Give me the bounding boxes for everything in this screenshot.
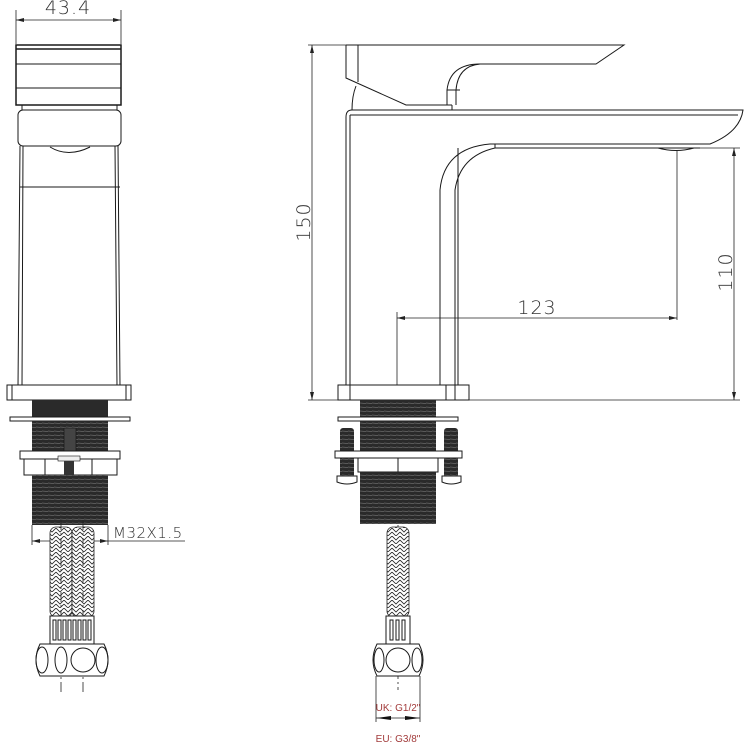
spout-height-label: 110	[715, 252, 737, 291]
connection-dimension: UK: G1/2" EU: G3/8"	[375, 676, 421, 745]
width-dimension: 43.4	[15, 0, 122, 44]
front-view: 43.4	[6, 0, 185, 692]
height-dimension: 150	[293, 44, 740, 401]
uk-connection-label: UK: G1/2"	[376, 703, 421, 714]
thread-dimension-label: M32X1.5	[113, 524, 183, 542]
spout-height-dimension: 110	[700, 147, 740, 400]
height-dimension-label: 150	[293, 202, 315, 241]
side-view: 150 110	[293, 44, 744, 745]
reach-dimension: 123	[396, 150, 678, 400]
eu-connection-label: EU: G3/8"	[376, 734, 421, 745]
reach-dimension-label: 123	[517, 297, 556, 319]
width-dimension-label: 43.4	[45, 0, 91, 19]
